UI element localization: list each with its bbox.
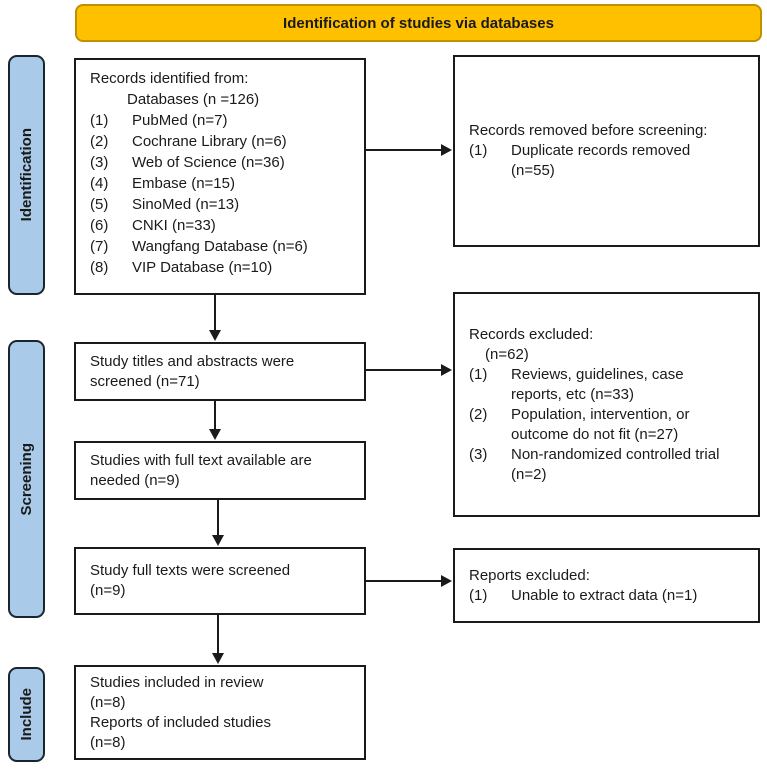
arrow-titles-to-fulltext [209,401,221,440]
arrow-identified-to-removed [366,144,452,156]
item-number: (2) [469,405,488,423]
item-text: Reviews, guidelines, case reports, etc (… [511,365,684,403]
box-text-line: Studies included in review [90,673,264,691]
box-subheading: (n=62) [485,345,529,363]
box-text-line: screened (n=71) [90,372,200,390]
box-text-line: Study full texts were screened [90,562,291,579]
stage-include: Include [8,667,45,762]
box-included: Studies included in review (n=8) Reports… [74,665,366,760]
box-records-removed: Records removed before screening: (1) Du… [453,55,760,247]
item-number: (1) [469,586,488,604]
box-text-line: needed (n=9) [90,471,180,489]
box-text-line: Study titles and abstracts were [90,352,295,370]
arrow-titles-to-excluded [366,364,452,376]
item-text: VIP Database (n=10) [132,259,273,276]
box-heading: Records identified from: [90,70,249,87]
stage-identification: Identification [8,55,45,295]
item-number: (1) [90,112,109,129]
box-text-line: Studies with full text available are [90,451,312,469]
list-item: (2) Population, intervention, or outcome… [469,405,750,445]
item-number: (6) [90,217,109,234]
list-item: (1) Duplicate records removed (n=55) [469,141,750,181]
item-text: SinoMed (n=13) [132,196,240,213]
item-text: Cochrane Library (n=6) [132,133,287,150]
item-number: (4) [90,175,109,192]
item-number: (8) [90,259,109,276]
item-text: Duplicate records removed (n=55) [511,142,691,179]
box-full-text-needed: Studies with full text available are nee… [74,441,366,500]
box-records-identified: Records identified from: Databases (n =1… [74,58,366,295]
item-number: (3) [90,154,109,171]
stage-screening: Screening [8,340,45,618]
item-number: (3) [469,445,488,463]
item-text: Population, intervention, or outcome do … [511,405,690,443]
box-text-line: (n=8) [90,693,126,711]
list-item: (3) Non-randomized controlled trial (n=2… [469,445,750,485]
box-text-line: (n=8) [90,733,126,751]
box-heading: Reports excluded: [469,566,590,584]
list-item: (8) VIP Database (n=10) [90,257,356,278]
list-item: (1) Reviews, guidelines, case reports, e… [469,365,750,405]
item-text: CNKI (n=33) [132,217,216,234]
list-item: (5) SinoMed (n=13) [90,194,356,215]
item-number: (5) [90,196,109,213]
item-text: Non-randomized controlled trial (n=2) [511,445,720,483]
box-text-line: (n=9) [90,582,126,599]
banner-title: Identification of studies via databases [283,14,554,32]
item-number: (7) [90,238,109,255]
item-text: Wangfang Database (n=6) [132,238,308,255]
stage-identification-label: Identification [18,128,35,222]
box-heading: Records removed before screening: [469,122,708,139]
box-titles-screened: Study titles and abstracts were screened… [74,342,366,401]
item-text: Unable to extract data (n=1) [511,586,698,604]
list-item: (7) Wangfang Database (n=6) [90,236,356,257]
item-number: (2) [90,133,109,150]
list-item: (6) CNKI (n=33) [90,215,356,236]
arrow-screened-to-reports-excluded [366,575,452,587]
list-item: (2) Cochrane Library (n=6) [90,131,356,152]
list-item: (3) Web of Science (n=36) [90,152,356,173]
box-subheading: Databases (n =126) [127,91,260,108]
item-text: Web of Science (n=36) [132,154,285,171]
item-text: PubMed (n=7) [132,112,228,129]
list-item: (1) Unable to extract data (n=1) [469,586,750,606]
list-item: (4) Embase (n=15) [90,173,356,194]
arrow-fulltext-to-screened [212,500,224,546]
stage-screening-label: Screening [18,442,35,516]
box-heading: Records excluded: [469,325,594,343]
box-reports-excluded: Reports excluded: (1) Unable to extract … [453,548,760,623]
list-item: (1) PubMed (n=7) [90,110,356,131]
box-full-texts-screened: Study full texts were screened (n=9) [74,547,366,615]
box-records-excluded: Records excluded: (n=62) (1) Reviews, gu… [453,292,760,517]
box-text-line: Reports of included studies [90,713,271,731]
item-number: (1) [469,142,488,159]
banner: Identification of studies via databases [75,4,762,42]
stage-include-label: Include [18,688,35,741]
arrow-identified-to-titles [209,295,221,341]
arrow-screened-to-included [212,615,224,664]
item-number: (1) [469,365,488,383]
item-text: Embase (n=15) [132,175,235,192]
